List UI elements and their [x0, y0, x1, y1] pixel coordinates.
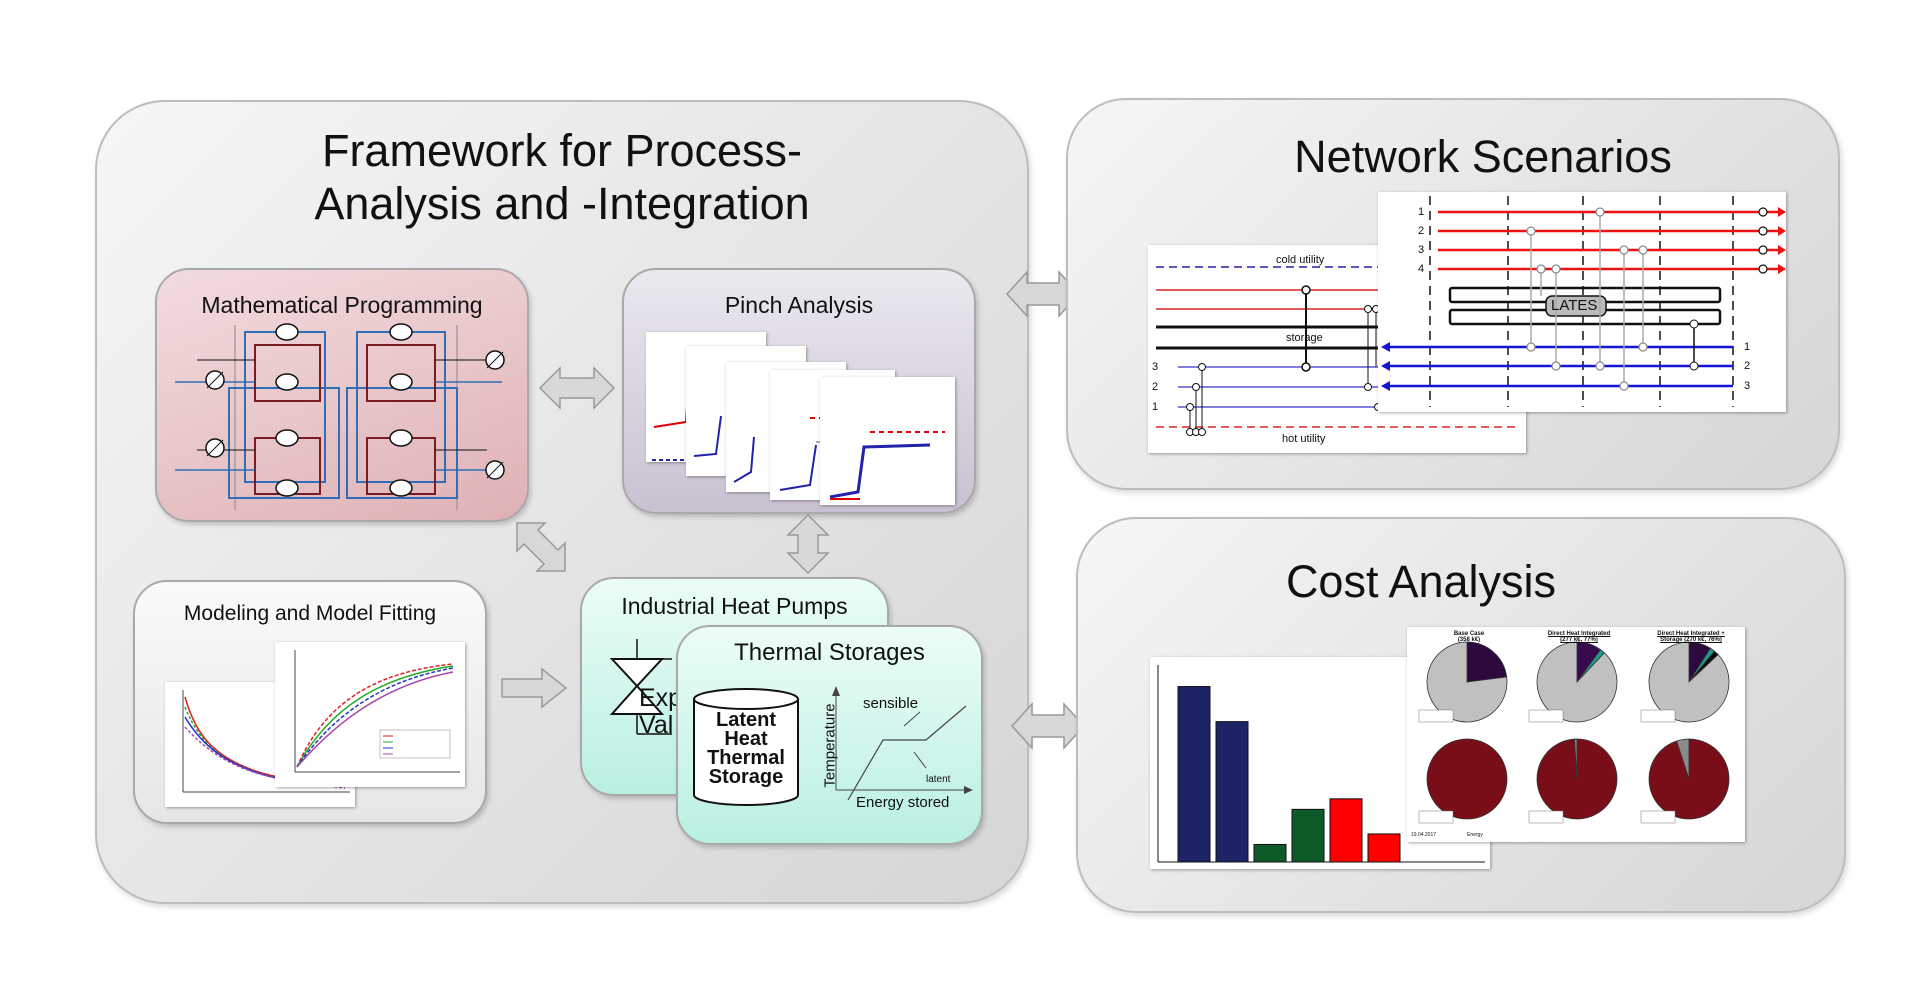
math-programming-box: Mathematical Programming: [155, 268, 529, 522]
modeling-box: Modeling and Model Fitting: [133, 580, 487, 824]
pie-title-1: Base Case (358 k€): [1453, 631, 1485, 643]
left-label-3: 3: [1152, 361, 1159, 373]
pinch-pane-5: [820, 377, 955, 505]
pie-1-legend: [1418, 709, 1454, 723]
storage-label: storage: [1286, 332, 1323, 344]
hot-utility-label: hot utility: [1282, 433, 1326, 445]
pinch-analysis-title: Pinch Analysis: [724, 292, 874, 318]
double-arrow-framework-cost: [1010, 702, 1086, 750]
y-axis-label: Temperature: [821, 703, 839, 788]
tank-line1: Latent: [716, 709, 776, 731]
tank-line2: Heat: [724, 728, 768, 750]
cold-utility-label: cold utility: [1276, 254, 1325, 266]
x-axis-label: Energy stored: [856, 794, 950, 811]
thermal-storages-title: Thermal Storages: [734, 639, 925, 666]
pie-4-legend: [1418, 810, 1454, 824]
top-label-3: 3: [1418, 244, 1425, 256]
tank-line4: Storage: [708, 766, 784, 788]
top-label-4: 4: [1418, 263, 1425, 275]
cost-bar-2: [1215, 721, 1249, 863]
double-arrow-math-heatpumps: [516, 522, 566, 572]
valve-label-1: Exp: [639, 684, 683, 712]
arrow-modeling-heatpumps: [501, 667, 568, 709]
framework-title-line2: Analysis and -Integration: [314, 178, 810, 229]
right-label-3: 3: [1744, 380, 1751, 392]
cost-bar-1: [1177, 686, 1211, 863]
sensible-label: sensible: [863, 695, 919, 712]
pie-5-legend: [1528, 810, 1564, 824]
double-arrow-pinch-heatpumps: [786, 513, 830, 575]
cost-bar-3: [1253, 843, 1287, 863]
cost-bar-4: [1291, 808, 1325, 863]
expansion-valve-icon: [609, 639, 672, 735]
right-label-1: 1: [1744, 341, 1751, 353]
math-programming-title: Mathematical Programming: [201, 292, 483, 318]
cost-bar-5: [1329, 798, 1363, 863]
pie-title-3: Direct Heat Integrated + Storage (270 k€…: [1657, 631, 1725, 643]
network-sheet-upper: LATES 1 2 3 4 1 2 3: [1378, 192, 1786, 412]
double-arrow-math-pinch: [538, 366, 616, 410]
left-label-1: 1: [1152, 401, 1159, 413]
tank-label: Latent Heat Thermal Storage: [694, 709, 798, 788]
cost-pie-sheet: Base Case (358 k€) Direct Heat Integrate…: [1407, 627, 1745, 842]
pie-footer-label: Energy: [1467, 832, 1483, 838]
pie-5-slice-2: [1574, 738, 1578, 780]
pie-1-slice-1: [1466, 641, 1508, 683]
pie-title-2: Direct Heat Integrated (277 k€, 77%): [1547, 631, 1611, 643]
superstructure-diagram: [175, 323, 505, 510]
model-fit-plot-2: [275, 642, 465, 787]
temperature-energy-plot: [832, 686, 973, 801]
lates-label: LATES: [1551, 297, 1598, 314]
valve-label-2: Val: [639, 711, 674, 739]
modeling-title: Modeling and Model Fitting: [183, 602, 437, 625]
storage-tank-icon: [693, 688, 799, 806]
pie-6-slice-2: [1676, 738, 1690, 780]
right-label-2: 2: [1744, 360, 1751, 372]
tank-line3: Thermal: [707, 747, 785, 769]
pie-6-legend: [1640, 810, 1676, 824]
pie-3-legend: [1640, 709, 1676, 723]
left-label-2: 2: [1152, 381, 1159, 393]
top-label-1: 1: [1418, 206, 1425, 218]
heat-pumps-title: Industrial Heat Pumps: [621, 593, 848, 619]
thermal-storages-box: Thermal Storages Latent Heat Thermal Sto…: [676, 625, 983, 845]
latent-label: latent: [926, 774, 951, 785]
framework-title: Framework for Process- Analysis and -Int…: [97, 124, 1027, 230]
pie-4-slice-1: [1426, 738, 1508, 820]
framework-title-line1: Framework for Process-: [321, 125, 803, 176]
cost-title: Cost Analysis: [1285, 556, 1557, 607]
pie-2-legend: [1528, 709, 1564, 723]
network-title: Network Scenarios: [1294, 131, 1672, 182]
cost-bar-6: [1367, 833, 1401, 863]
pie-footer-date: 19.04.2017: [1411, 832, 1437, 838]
top-label-2: 2: [1418, 225, 1425, 237]
pinch-analysis-box: Pinch Analysis: [622, 268, 976, 514]
